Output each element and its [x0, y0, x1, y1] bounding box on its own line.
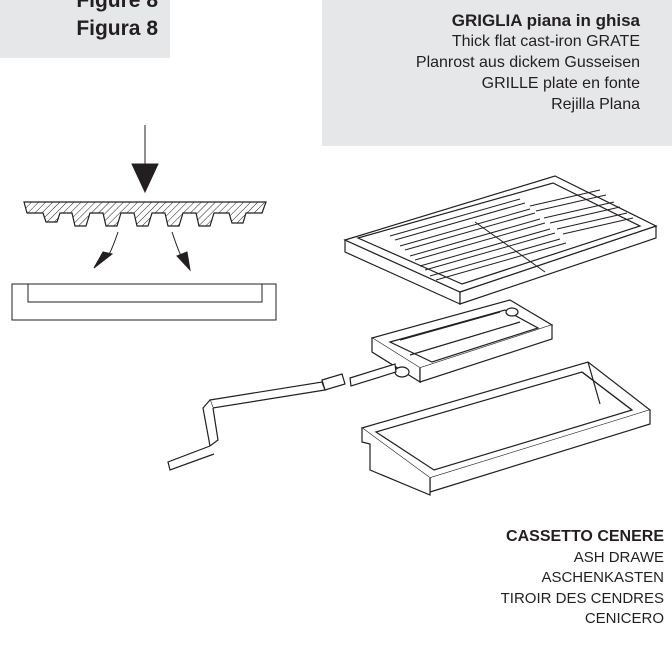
ash-label-fr: TIROIR DES CENDRES — [500, 589, 664, 607]
grill-label-en: Thick flat cast-iron GRATE — [451, 33, 640, 50]
ash-drawer-label: CASSETTO CENERE ASH DRAWE ASCHENKASTEN T… — [501, 527, 664, 630]
grill-label-title: GRIGLIA piana in ghisa — [451, 11, 640, 30]
flat-grate-drawing — [343, 175, 658, 305]
grill-label-fr: GRILLE plate en fonte — [481, 75, 640, 92]
ash-label-de: ASCHENKASTEN — [541, 569, 664, 586]
arrow-left-icon — [93, 251, 114, 269]
figure-label-line1: Figure 8 — [76, 0, 158, 12]
figure-label-box: Figure 8 Figura 8 — [0, 0, 170, 58]
grill-label-es: Rejilla Plana — [551, 96, 640, 113]
grill-label-box: GRIGLIA piana in ghisa Thick flat cast-i… — [322, 0, 672, 146]
figure-label-line2: Figura 8 — [76, 17, 158, 40]
grate-cross-section — [11, 125, 277, 321]
drawer-mechanism-drawing — [349, 299, 554, 387]
ash-label-title: CASSETTO CENERE — [506, 528, 664, 545]
ash-label-en: ASH DRAWE — [573, 548, 664, 566]
ash-drawer-drawing — [360, 361, 652, 496]
arrow-right-icon — [176, 251, 191, 272]
crank-handle-drawing — [167, 373, 346, 471]
grill-label-de: Planrost aus dickem Gusseisen — [415, 54, 640, 71]
down-arrow-icon — [131, 163, 159, 194]
grill-label: GRIGLIA piana in ghisa Thick flat cast-i… — [416, 10, 640, 115]
ash-label-es: CENICERO — [584, 610, 664, 627]
